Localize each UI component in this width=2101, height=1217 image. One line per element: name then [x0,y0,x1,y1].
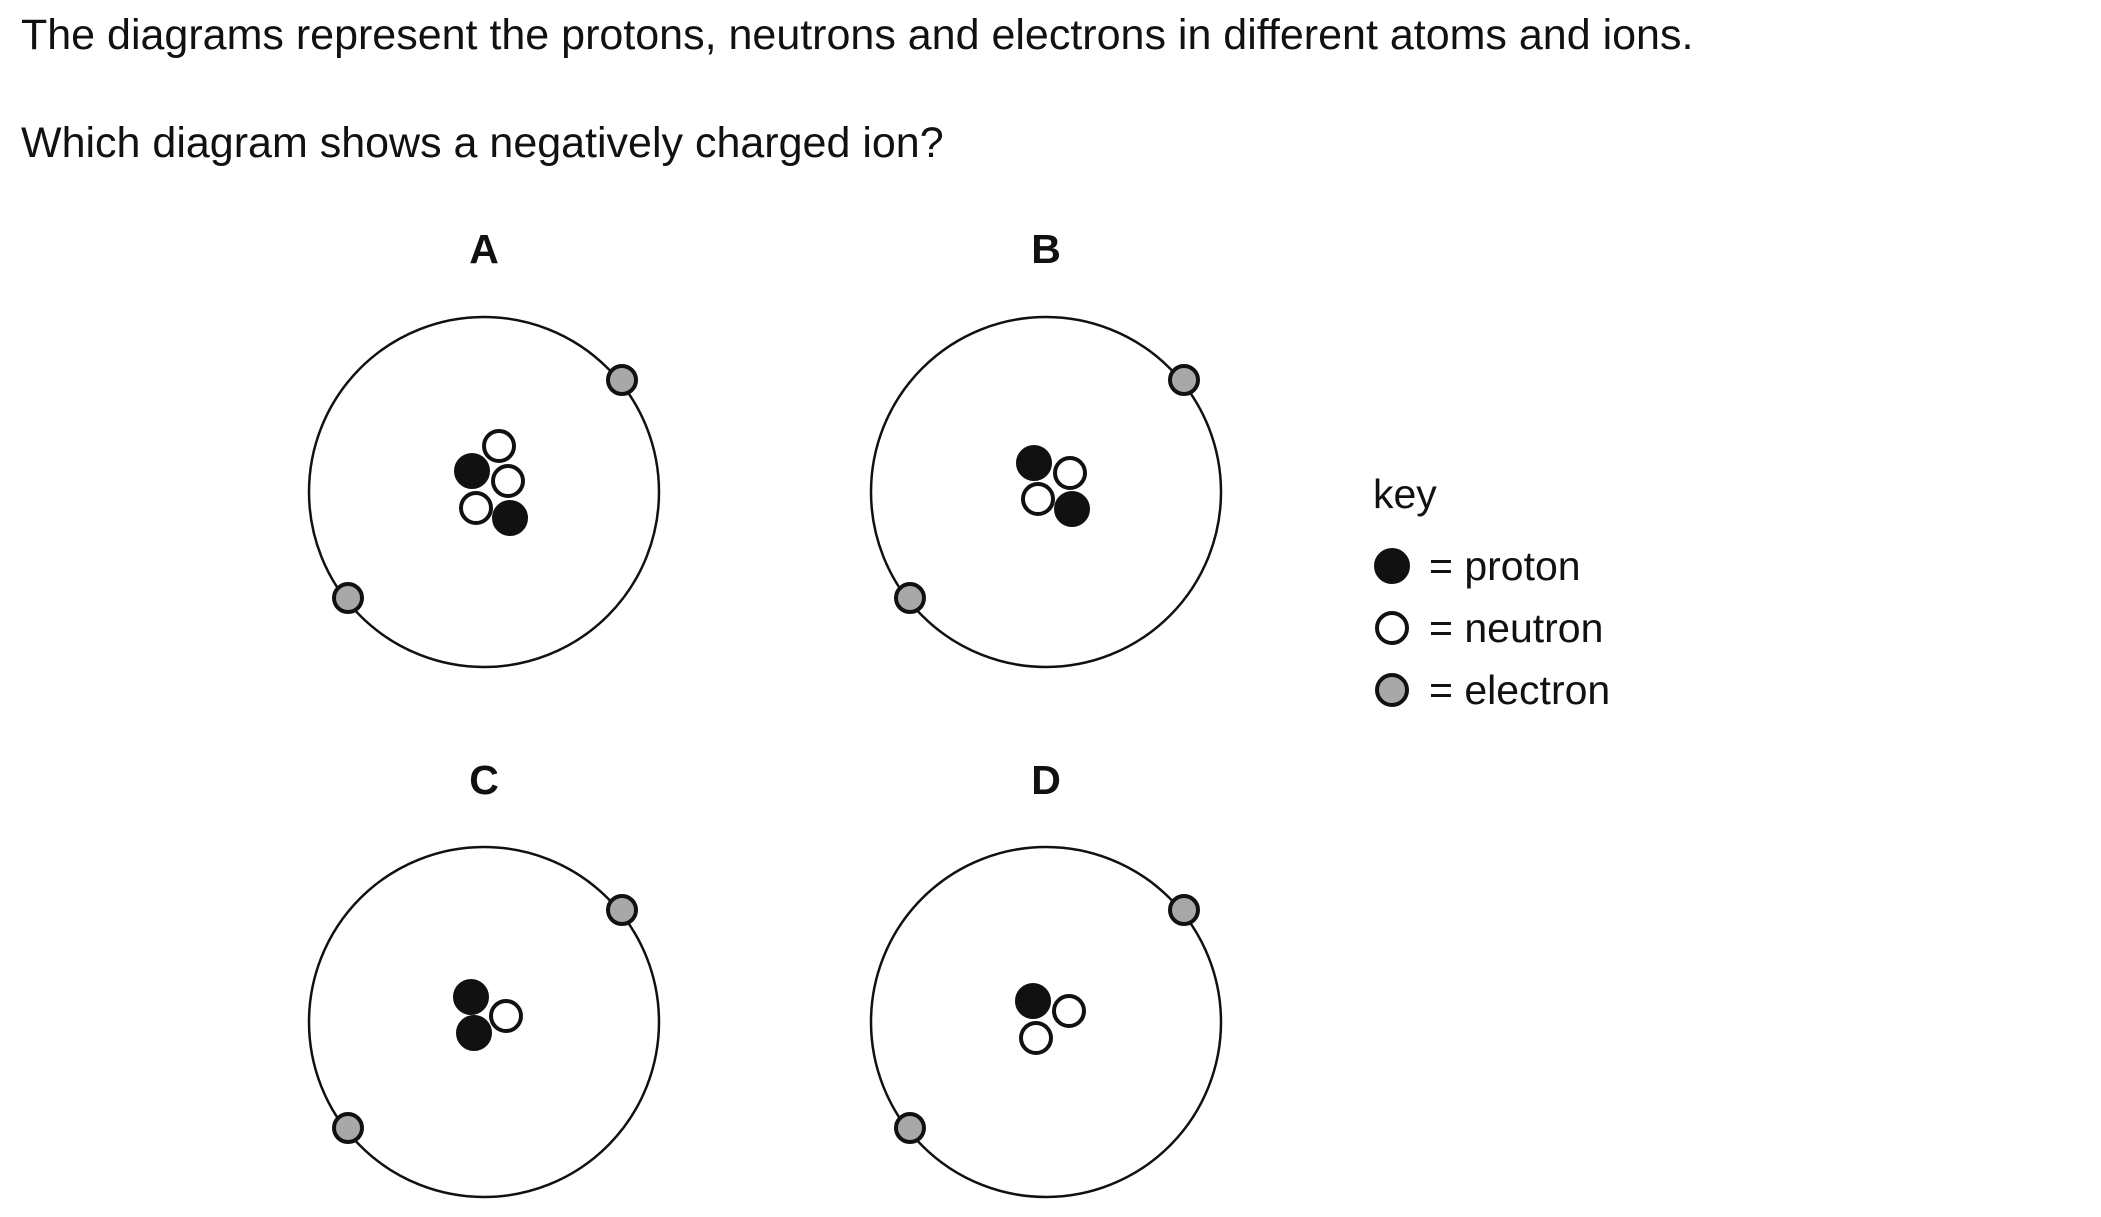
electron-shell [307,845,661,1199]
electron-shell [869,315,1223,669]
proton-particle [453,979,489,1015]
proton-particle [454,453,490,489]
proton-particle [1015,983,1051,1019]
electron-particle [894,582,926,614]
electron-particle [606,894,638,926]
electron-particle [1168,894,1200,926]
electron-particle [894,1112,926,1144]
neutron-particle [1021,482,1055,516]
atom-diagram-d [869,845,1223,1199]
question-intro-text: The diagrams represent the protons, neut… [21,11,1694,59]
question-prompt-text: Which diagram shows a negatively charged… [21,119,944,167]
key-label-proton: = proton [1429,543,1581,589]
diagram-label-d: D [1031,757,1061,803]
diagram-label-b: B [1031,226,1061,272]
proton-particle [1016,445,1052,481]
key-label-electron: = electron [1429,667,1611,713]
proton-particle [456,1015,492,1051]
neutron-particle [482,429,516,463]
key-item-electron: = electron [1373,666,1713,714]
diagram-label-a: A [469,226,499,272]
neutron-particle [1053,456,1087,490]
particle-key: key = proton = neutron = electron [1373,474,1713,734]
neutron-particle [1019,1021,1053,1055]
proton-particle [1054,491,1090,527]
atom-diagram-c [307,845,661,1199]
atom-diagram-b [869,315,1223,669]
electron-shell [869,845,1223,1199]
neutron-particle [489,999,523,1033]
key-label-neutron: = neutron [1429,605,1604,651]
diagram-label-c: C [469,757,499,803]
key-item-proton: = proton [1373,542,1713,590]
proton-particle [492,500,528,536]
neutron-particle [459,491,493,525]
electron-particle [1168,364,1200,396]
neutron-swatch-icon [1375,611,1409,645]
electron-particle [332,1112,364,1144]
proton-swatch-icon [1374,548,1410,584]
electron-particle [606,364,638,396]
electron-particle [332,582,364,614]
electron-shell [307,315,661,669]
key-item-neutron: = neutron [1373,604,1713,652]
key-title: key [1373,471,1437,517]
electron-swatch-icon [1375,673,1409,707]
atom-diagram-a [307,315,661,669]
neutron-particle [491,464,525,498]
neutron-particle [1052,994,1086,1028]
